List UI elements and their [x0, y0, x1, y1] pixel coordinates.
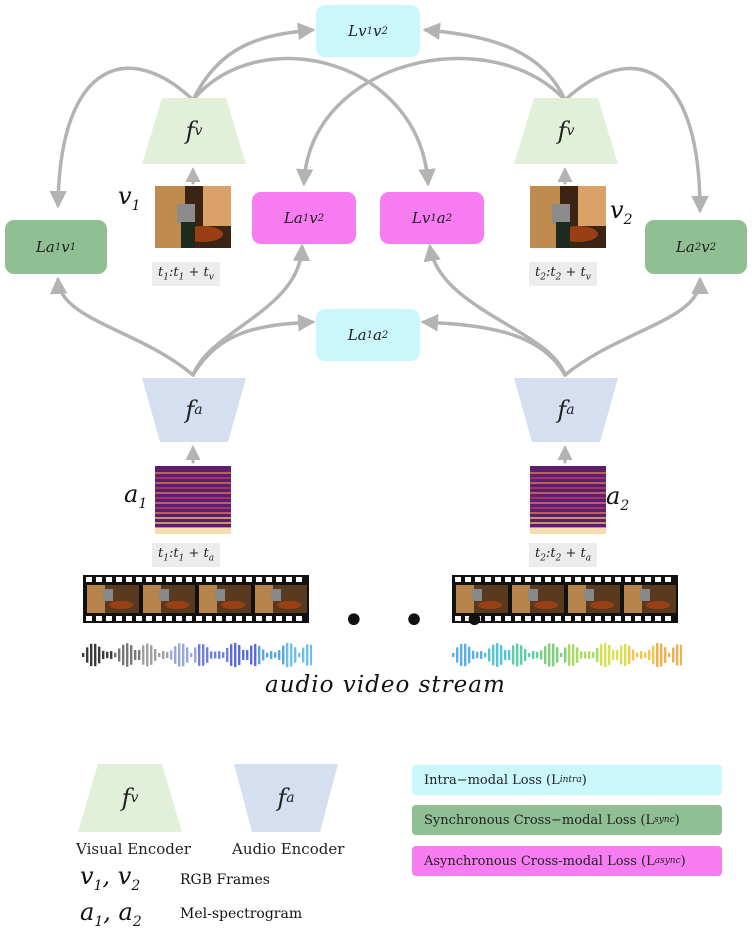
legend-rgb-symbol: v1, v2: [80, 862, 141, 894]
audio-encoder-right-shape: [514, 378, 618, 442]
arrow-fv2-la2v2: [563, 66, 709, 214]
input-label-v2: v2: [610, 196, 633, 228]
arrow-fa1-la1v1: [49, 276, 195, 377]
mel-spectrogram-a2: [530, 466, 606, 534]
video-frame-v2: [530, 186, 606, 248]
input-label-v1: v1: [118, 182, 141, 214]
audio-waveform-right: [452, 642, 682, 668]
arrow-fv2-la1v2: [295, 56, 567, 187]
legend-rgb-desc: RGB Frames: [180, 872, 270, 888]
video-frame-v1: [155, 186, 231, 248]
visual-encoder-right-shape: [514, 98, 618, 164]
arrow-fa1-la1v2: [191, 243, 311, 377]
time-label-v1: t1:t1 + tv: [152, 262, 220, 286]
ellipsis-dots: • • •: [342, 598, 499, 644]
visual-encoder-left-shape: [142, 98, 246, 164]
audio-waveform-left: [82, 642, 312, 668]
mel-spectrogram-a1: [155, 466, 231, 534]
legend-audio-encoder-caption: Audio Encoder: [232, 840, 345, 858]
audio-encoder-left-shape: [142, 378, 246, 442]
legend-mel-symbol: a1, a2: [80, 898, 142, 930]
legend-audio-encoder-shape: [234, 764, 338, 832]
input-label-a2: a2: [606, 482, 630, 514]
time-label-a1: t1:t1 + ta: [152, 543, 221, 567]
arrow-fv1-la1v1: [49, 66, 195, 209]
arrow-fv2-lv1v2: [422, 22, 567, 102]
legend-mel-desc: Mel-spectrogram: [180, 906, 303, 922]
time-label-v2: t2:t2 + tv: [529, 262, 597, 286]
input-label-a1: a1: [124, 480, 148, 512]
legend-visual-encoder-shape: [78, 764, 182, 832]
film-strip-left: [83, 575, 309, 623]
arrow-fv1-lv1v2: [191, 22, 316, 102]
legend-visual-encoder-caption: Visual Encoder: [76, 840, 191, 858]
film-strip-right: [452, 575, 678, 623]
arrow-fv1-lv1a2: [191, 56, 436, 187]
arrow-fa2-la2v2: [563, 276, 709, 377]
time-label-a2: t2:t2 + ta: [529, 543, 598, 567]
arrow-fa2-lv1a2: [423, 243, 567, 377]
stream-title: audio video stream: [265, 672, 506, 698]
